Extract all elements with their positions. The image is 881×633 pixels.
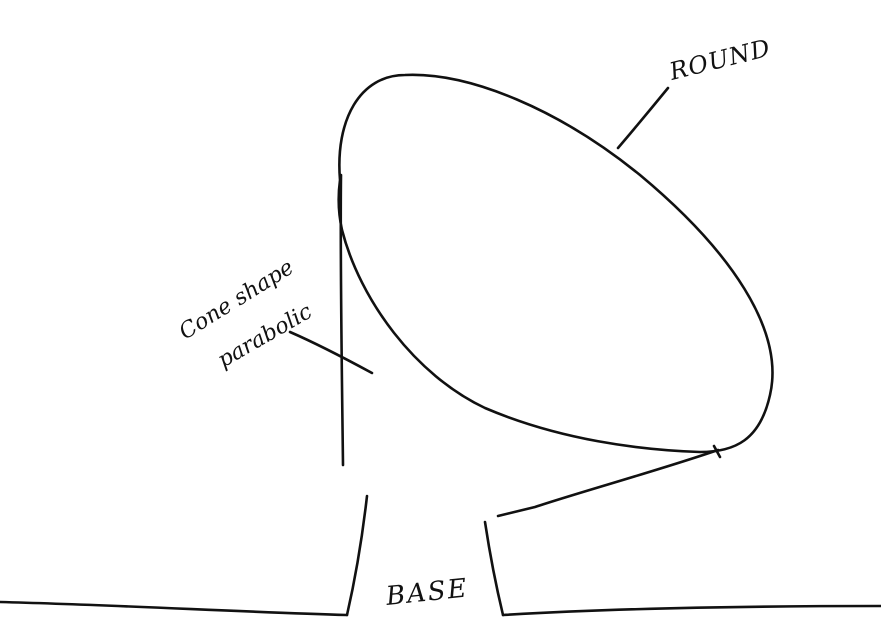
dish-rim-ellipse [339,75,773,452]
cone-left-edge [341,175,343,465]
base-label: BASE [384,573,470,612]
base-neck-right [485,522,503,615]
round-leader-line [618,88,668,148]
cone-leader-line [290,332,372,373]
cone-bottom-edge [498,450,718,516]
round-label: ROUND [666,34,774,86]
ground-line-right [503,606,881,615]
ground-line-left [0,602,347,615]
base-neck-left [347,496,367,615]
